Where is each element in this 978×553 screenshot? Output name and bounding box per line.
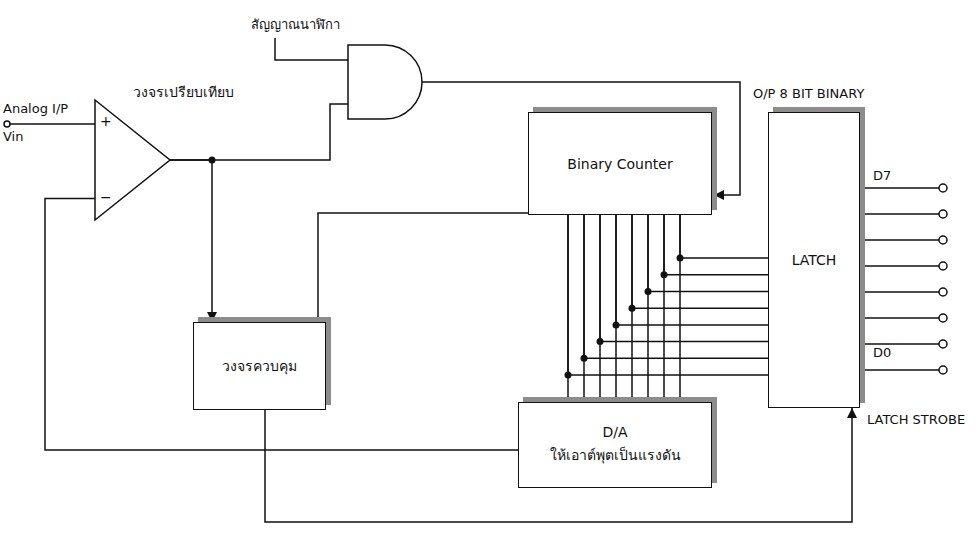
- output-terminal: [939, 366, 947, 374]
- signal-name: LATCH STROBE: [866, 412, 966, 427]
- signal-connector: [318, 213, 528, 322]
- latch-box: LATCH: [768, 112, 860, 408]
- connector-path: [680, 215, 768, 258]
- block-label: Binary Counter: [561, 154, 678, 174]
- connector-path: [170, 160, 212, 322]
- pin-sign: +: [99, 113, 113, 129]
- junction-dot: [645, 288, 652, 295]
- signal-connector: [170, 160, 212, 322]
- output-terminal: [939, 314, 947, 322]
- junction-dot: [581, 355, 588, 362]
- output-wire: [860, 213, 939, 215]
- and-gate: [348, 45, 422, 119]
- connector-path: [648, 215, 768, 292]
- block-label: D/A: [596, 422, 633, 442]
- output-heading: O/P 8 BIT BINARY: [752, 86, 865, 101]
- junction-dot: [677, 255, 684, 262]
- connector-path: [616, 215, 768, 325]
- connector-path: [45, 198, 518, 450]
- connector-path: [584, 215, 768, 358]
- connector-path: [600, 215, 768, 342]
- junction-dot: [661, 271, 668, 278]
- signal-name: Vin: [2, 129, 24, 144]
- clock-wire: [275, 38, 348, 60]
- output-terminal: [939, 236, 947, 244]
- comparator-output-wire: [170, 104, 348, 160]
- output-wire: [860, 369, 939, 371]
- output-terminal: [939, 210, 947, 218]
- control-box: วงจรควบคุม: [193, 322, 326, 410]
- latch-outputs: [860, 184, 947, 374]
- pin-name: D7: [872, 168, 892, 183]
- output-wire: [860, 187, 939, 189]
- connector-path: [664, 215, 768, 275]
- junction-dot: [565, 372, 572, 379]
- output-wire: [860, 239, 939, 241]
- block-label: วงจรควบคุม: [216, 353, 303, 379]
- block-label: LATCH: [786, 250, 843, 270]
- output-terminal: [939, 262, 947, 270]
- connector-path: [568, 215, 768, 375]
- signal-name: สัญญาณนาฬิกา: [250, 14, 341, 35]
- pin-sign: −: [99, 189, 113, 205]
- counter-box: Binary Counter: [528, 112, 712, 215]
- output-wire: [860, 265, 939, 267]
- signal-name: Analog I/P: [2, 101, 69, 116]
- block-heading: วงจรเปรียบเทียบ: [133, 81, 234, 103]
- junction-dot: [613, 321, 620, 328]
- junction-dot: [629, 305, 636, 312]
- pin-name: D0: [872, 345, 892, 360]
- input-terminal: [4, 121, 10, 127]
- block-label: ให้เอาต์พุตเป็นแรงดัน: [544, 442, 687, 468]
- connector-path: [318, 213, 528, 322]
- output-wire: [860, 317, 939, 319]
- output-terminal: [939, 340, 947, 348]
- signal-connector: [565, 215, 769, 379]
- signal-connector: [45, 198, 518, 450]
- junction-dot: [597, 338, 604, 345]
- output-terminal: [939, 288, 947, 296]
- analog-input-wire: [10, 123, 95, 125]
- output-wire: [860, 291, 939, 293]
- output-terminal: [939, 184, 947, 192]
- connector-path: [632, 215, 768, 308]
- dac-box: D/Aให้เอาต์พุตเป็นแรงดัน: [518, 402, 712, 488]
